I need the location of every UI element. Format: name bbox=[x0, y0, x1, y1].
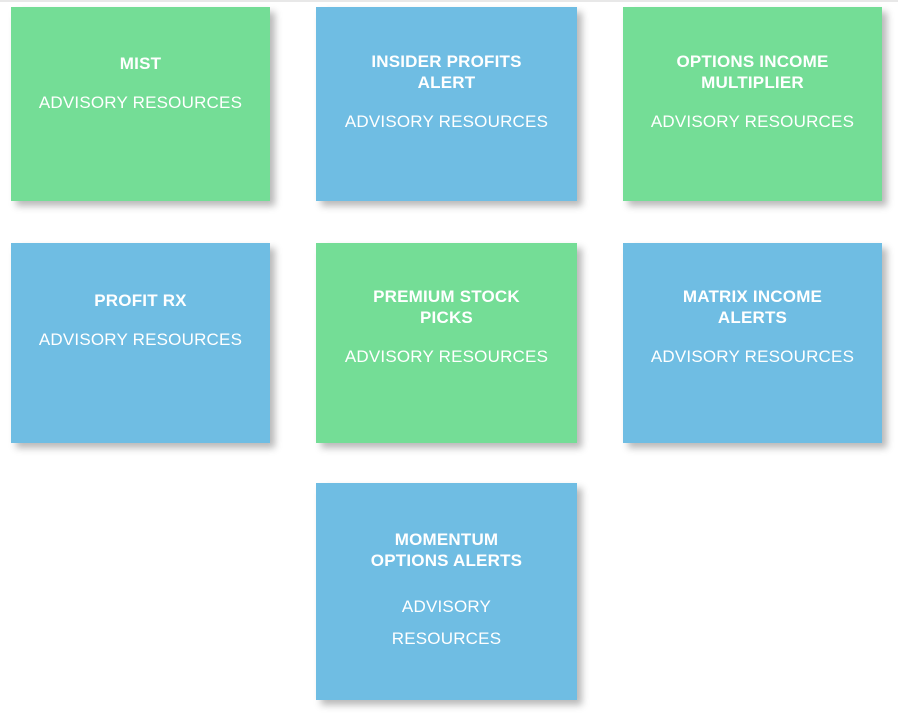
tile-momentum-options-alerts[interactable]: MOMENTUM OPTIONS ALERTS ADVISORY RESOURC… bbox=[316, 483, 577, 700]
tile-title: PREMIUM STOCK PICKS bbox=[373, 287, 520, 327]
page-top-rule bbox=[0, 0, 898, 2]
tile-subtitle: ADVISORY RESOURCES bbox=[344, 347, 549, 366]
tile-subtitle: ADVISORY RESOURCES bbox=[38, 330, 243, 349]
tile-title: MATRIX INCOME ALERTS bbox=[682, 287, 823, 327]
tile-title: INSIDER PROFITS ALERT bbox=[371, 52, 522, 92]
tile-insider-profits-alert[interactable]: INSIDER PROFITS ALERT ADVISORY RESOURCES bbox=[316, 7, 577, 201]
tile-subtitle: ADVISORY RESOURCES bbox=[391, 597, 502, 648]
tile-title: MOMENTUM OPTIONS ALERTS bbox=[370, 530, 523, 570]
tile-title: PROFIT RX bbox=[94, 291, 187, 310]
tile-mist[interactable]: MIST ADVISORY RESOURCES bbox=[11, 7, 270, 201]
tile-title: MIST bbox=[119, 54, 162, 73]
tile-matrix-income-alerts[interactable]: MATRIX INCOME ALERTS ADVISORY RESOURCES bbox=[623, 243, 882, 443]
tile-subtitle: ADVISORY RESOURCES bbox=[650, 112, 855, 131]
tile-subtitle: ADVISORY RESOURCES bbox=[650, 347, 855, 366]
tile-premium-stock-picks[interactable]: PREMIUM STOCK PICKS ADVISORY RESOURCES bbox=[316, 243, 577, 443]
tile-profit-rx[interactable]: PROFIT RX ADVISORY RESOURCES bbox=[11, 243, 270, 443]
tile-title: OPTIONS INCOME MULTIPLIER bbox=[676, 52, 829, 92]
tile-subtitle: ADVISORY RESOURCES bbox=[38, 93, 243, 112]
tile-subtitle: ADVISORY RESOURCES bbox=[344, 112, 549, 131]
tile-options-income-multiplier[interactable]: OPTIONS INCOME MULTIPLIER ADVISORY RESOU… bbox=[623, 7, 882, 201]
